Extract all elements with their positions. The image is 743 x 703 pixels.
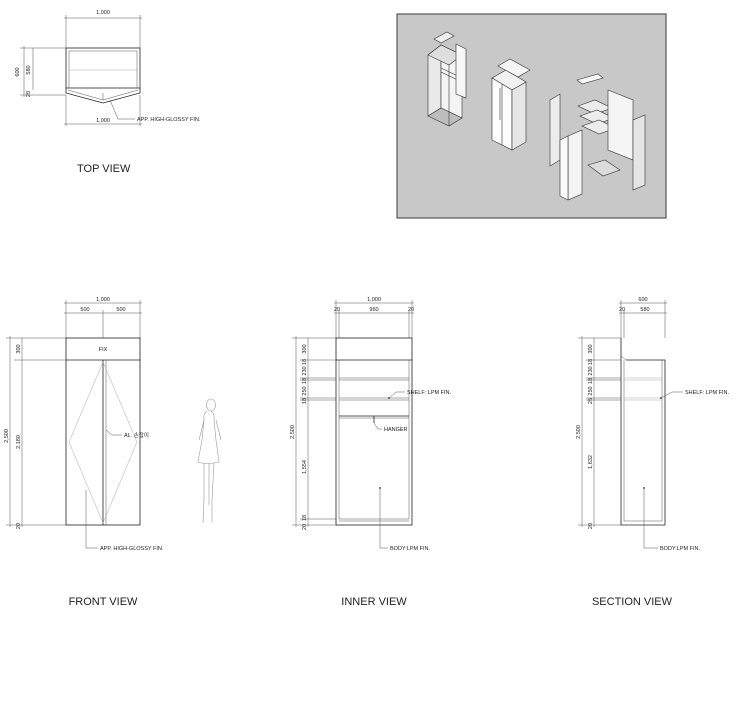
section-dim-seg-6: 1,632: [588, 455, 594, 469]
top-dim-depth-total: 600: [15, 67, 21, 76]
inner-dim-seg-1: 18: [302, 359, 308, 365]
section-dim-depth: 600: [638, 297, 647, 303]
top-view-title: TOP VIEW: [77, 163, 131, 175]
section-dim-seg-1: 18: [588, 359, 594, 365]
inner-dim-seg-2: 230: [302, 366, 308, 375]
inner-dim-side-right: 20: [408, 307, 414, 313]
inner-dim-seg-4: 250: [302, 386, 308, 395]
inner-view-title: INNER VIEW: [341, 596, 407, 608]
top-dim-width-top: 1,000: [96, 10, 110, 16]
top-dim-width-bottom: 1,000: [96, 118, 110, 124]
front-dim-top: 300: [16, 344, 22, 353]
human-scale-figure: [197, 398, 222, 524]
inner-note-body: BODY:LPM FIN.: [390, 546, 431, 552]
section-dim-seg-3: 18: [588, 378, 594, 384]
inner-note-shelf: SHELF: LPM FIN.: [407, 390, 451, 396]
section-dim-base: 20: [588, 523, 594, 529]
iso-open-cabinet: [427, 31, 467, 127]
inner-dim-total: 2,500: [290, 425, 296, 439]
top-dim-depth-inner: 580: [26, 65, 32, 74]
isometric-exploded-panel: [396, 13, 667, 219]
section-dim-total: 2,500: [576, 425, 582, 439]
front-dim-width: 1,000: [96, 297, 110, 303]
section-dim-seg-5: 25: [588, 398, 594, 404]
section-note-body: BODY:LPM FIN.: [660, 546, 701, 552]
front-dim-base: 20: [16, 523, 22, 529]
top-view: 1,000 600 580 20 1,000 APP. HIGH-GLOSSY …: [15, 10, 201, 175]
section-view-title: SECTION VIEW: [592, 596, 673, 608]
front-dim-total: 2,500: [4, 429, 10, 443]
section-view: 600 20 580 2,500 300 18 230 18 250 25 1,…: [576, 297, 729, 608]
inner-dim-seg-5: 18: [302, 398, 308, 404]
inner-view: 1,000 20 960 20 2,500 300 18 230 18 250: [290, 297, 451, 608]
inner-dim-top: 300: [302, 344, 308, 353]
front-dim-left: 500: [80, 307, 89, 313]
inner-dim-inner: 960: [369, 307, 378, 313]
inner-dim-seg-6: 1,554: [302, 460, 308, 474]
front-label-fix: FIX: [99, 347, 108, 353]
inner-dim-seg-3: 18: [302, 378, 308, 384]
top-dim-door: 20: [26, 91, 32, 97]
inner-dim-base-2: 20: [302, 524, 308, 530]
front-view-title: FRONT VIEW: [69, 596, 138, 608]
section-note-shelf: SHELF: LPM FIN.: [685, 390, 729, 396]
top-note-finish: APP. HIGH-GLOSSY FIN.: [137, 117, 201, 123]
section-dim-seg-2: 230: [588, 366, 594, 375]
inner-dim-base-1: 18: [302, 515, 308, 521]
front-dim-door: 2,180: [16, 435, 22, 449]
inner-dim-width: 1,000: [367, 297, 381, 303]
iso-closed-cabinet: [491, 58, 531, 151]
section-dim-top: 300: [588, 344, 594, 353]
front-note-handle: AL. 손잡이: [124, 431, 149, 439]
inner-dim-side-left: 20: [334, 307, 340, 313]
section-dim-door: 20: [619, 307, 625, 313]
iso-exploded-parts: [549, 73, 646, 201]
section-dim-seg-4: 250: [588, 386, 594, 395]
front-dim-right: 500: [116, 307, 125, 313]
front-view: 1,000 500 500 FIX 2,500 300 2,180 20 AL.…: [4, 297, 164, 608]
section-dim-inner: 580: [640, 307, 649, 313]
inner-note-hanger: HANGER: [384, 427, 408, 433]
front-note-finish: APP. HIGH-GLOSSY FIN.: [100, 546, 164, 552]
